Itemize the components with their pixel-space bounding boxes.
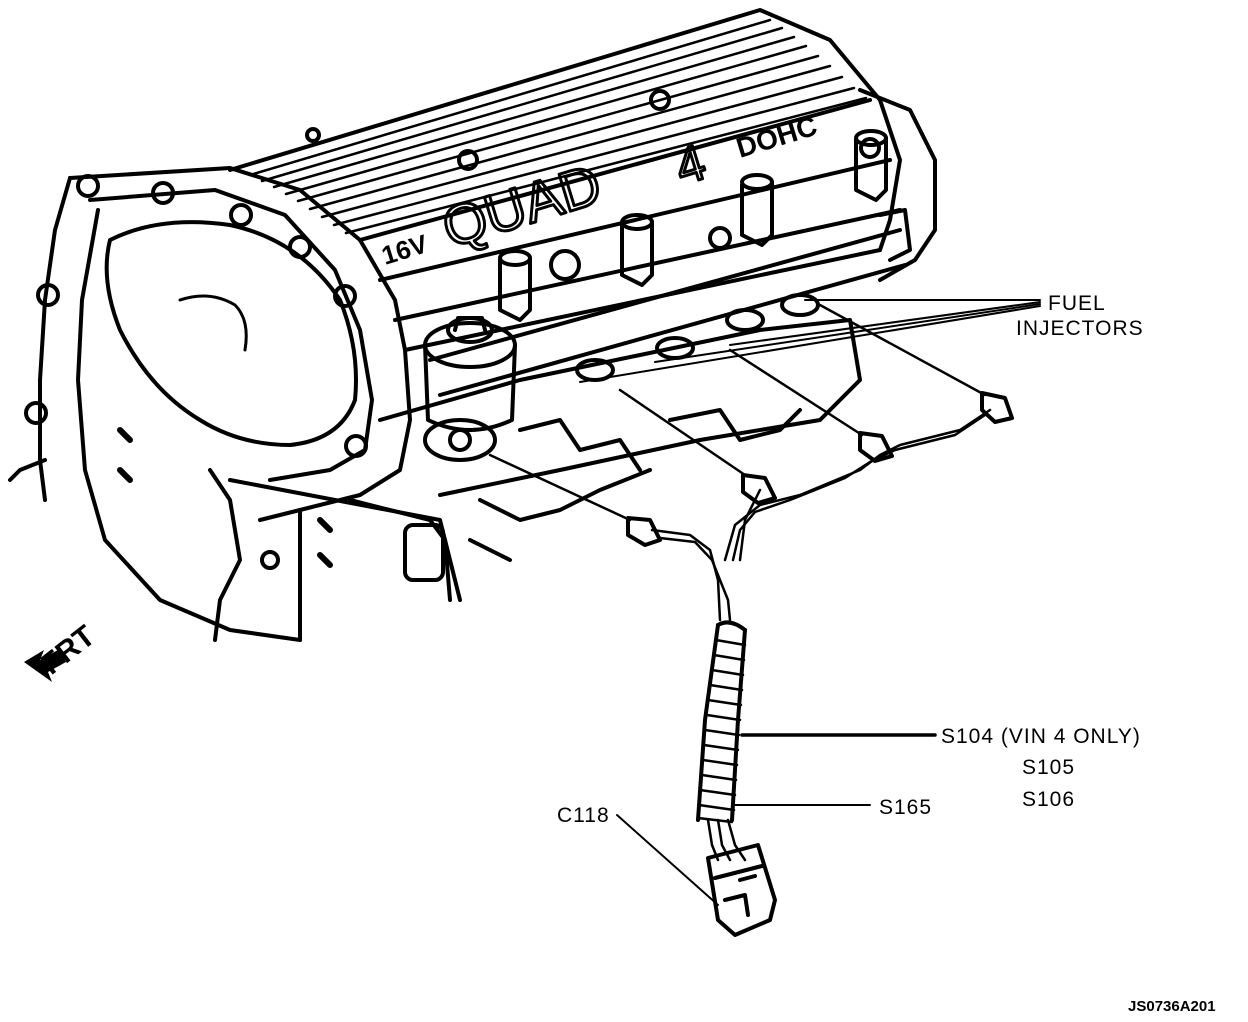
pressure-regulator [423,316,517,462]
engine-block [8,318,862,642]
harness-trunk-wrap [696,638,747,824]
callout-s104: S104 (VIN 4 ONLY) [941,725,1141,748]
callout-s106: S106 [1022,788,1076,811]
callout-fuel-injectors-line1: FUEL [1048,292,1106,315]
marking-dohc: DOHC [733,110,821,164]
spark-plug-towers [498,129,888,322]
callout-s165: S165 [879,796,933,819]
fuel-injectors [575,293,820,382]
leader-c118 [616,814,719,906]
callout-fuel-injectors-line2: INJECTORS [1016,317,1144,340]
figure-reference: JS0736A201 [1128,998,1216,1015]
leader-fuel-injectors-3 [654,303,1041,363]
cam-cover-bolts [457,89,881,171]
callout-c118: C118 [557,804,610,827]
timing-cover [38,166,412,642]
leader-fuel-injectors-4 [579,305,1041,383]
injector-harness [488,303,992,622]
leader-lines [579,299,1041,906]
c118-connector [706,843,777,937]
injector-connectors [626,391,1014,547]
cam-cover-ribs [248,18,868,235]
front-arrow-icon [24,650,66,682]
callout-s105: S105 [1022,756,1076,779]
fuel-rail [428,208,912,397]
cover-bolts [24,127,368,458]
leader-fuel-injectors-2 [729,301,1041,346]
marking-4: 4 [669,134,712,196]
